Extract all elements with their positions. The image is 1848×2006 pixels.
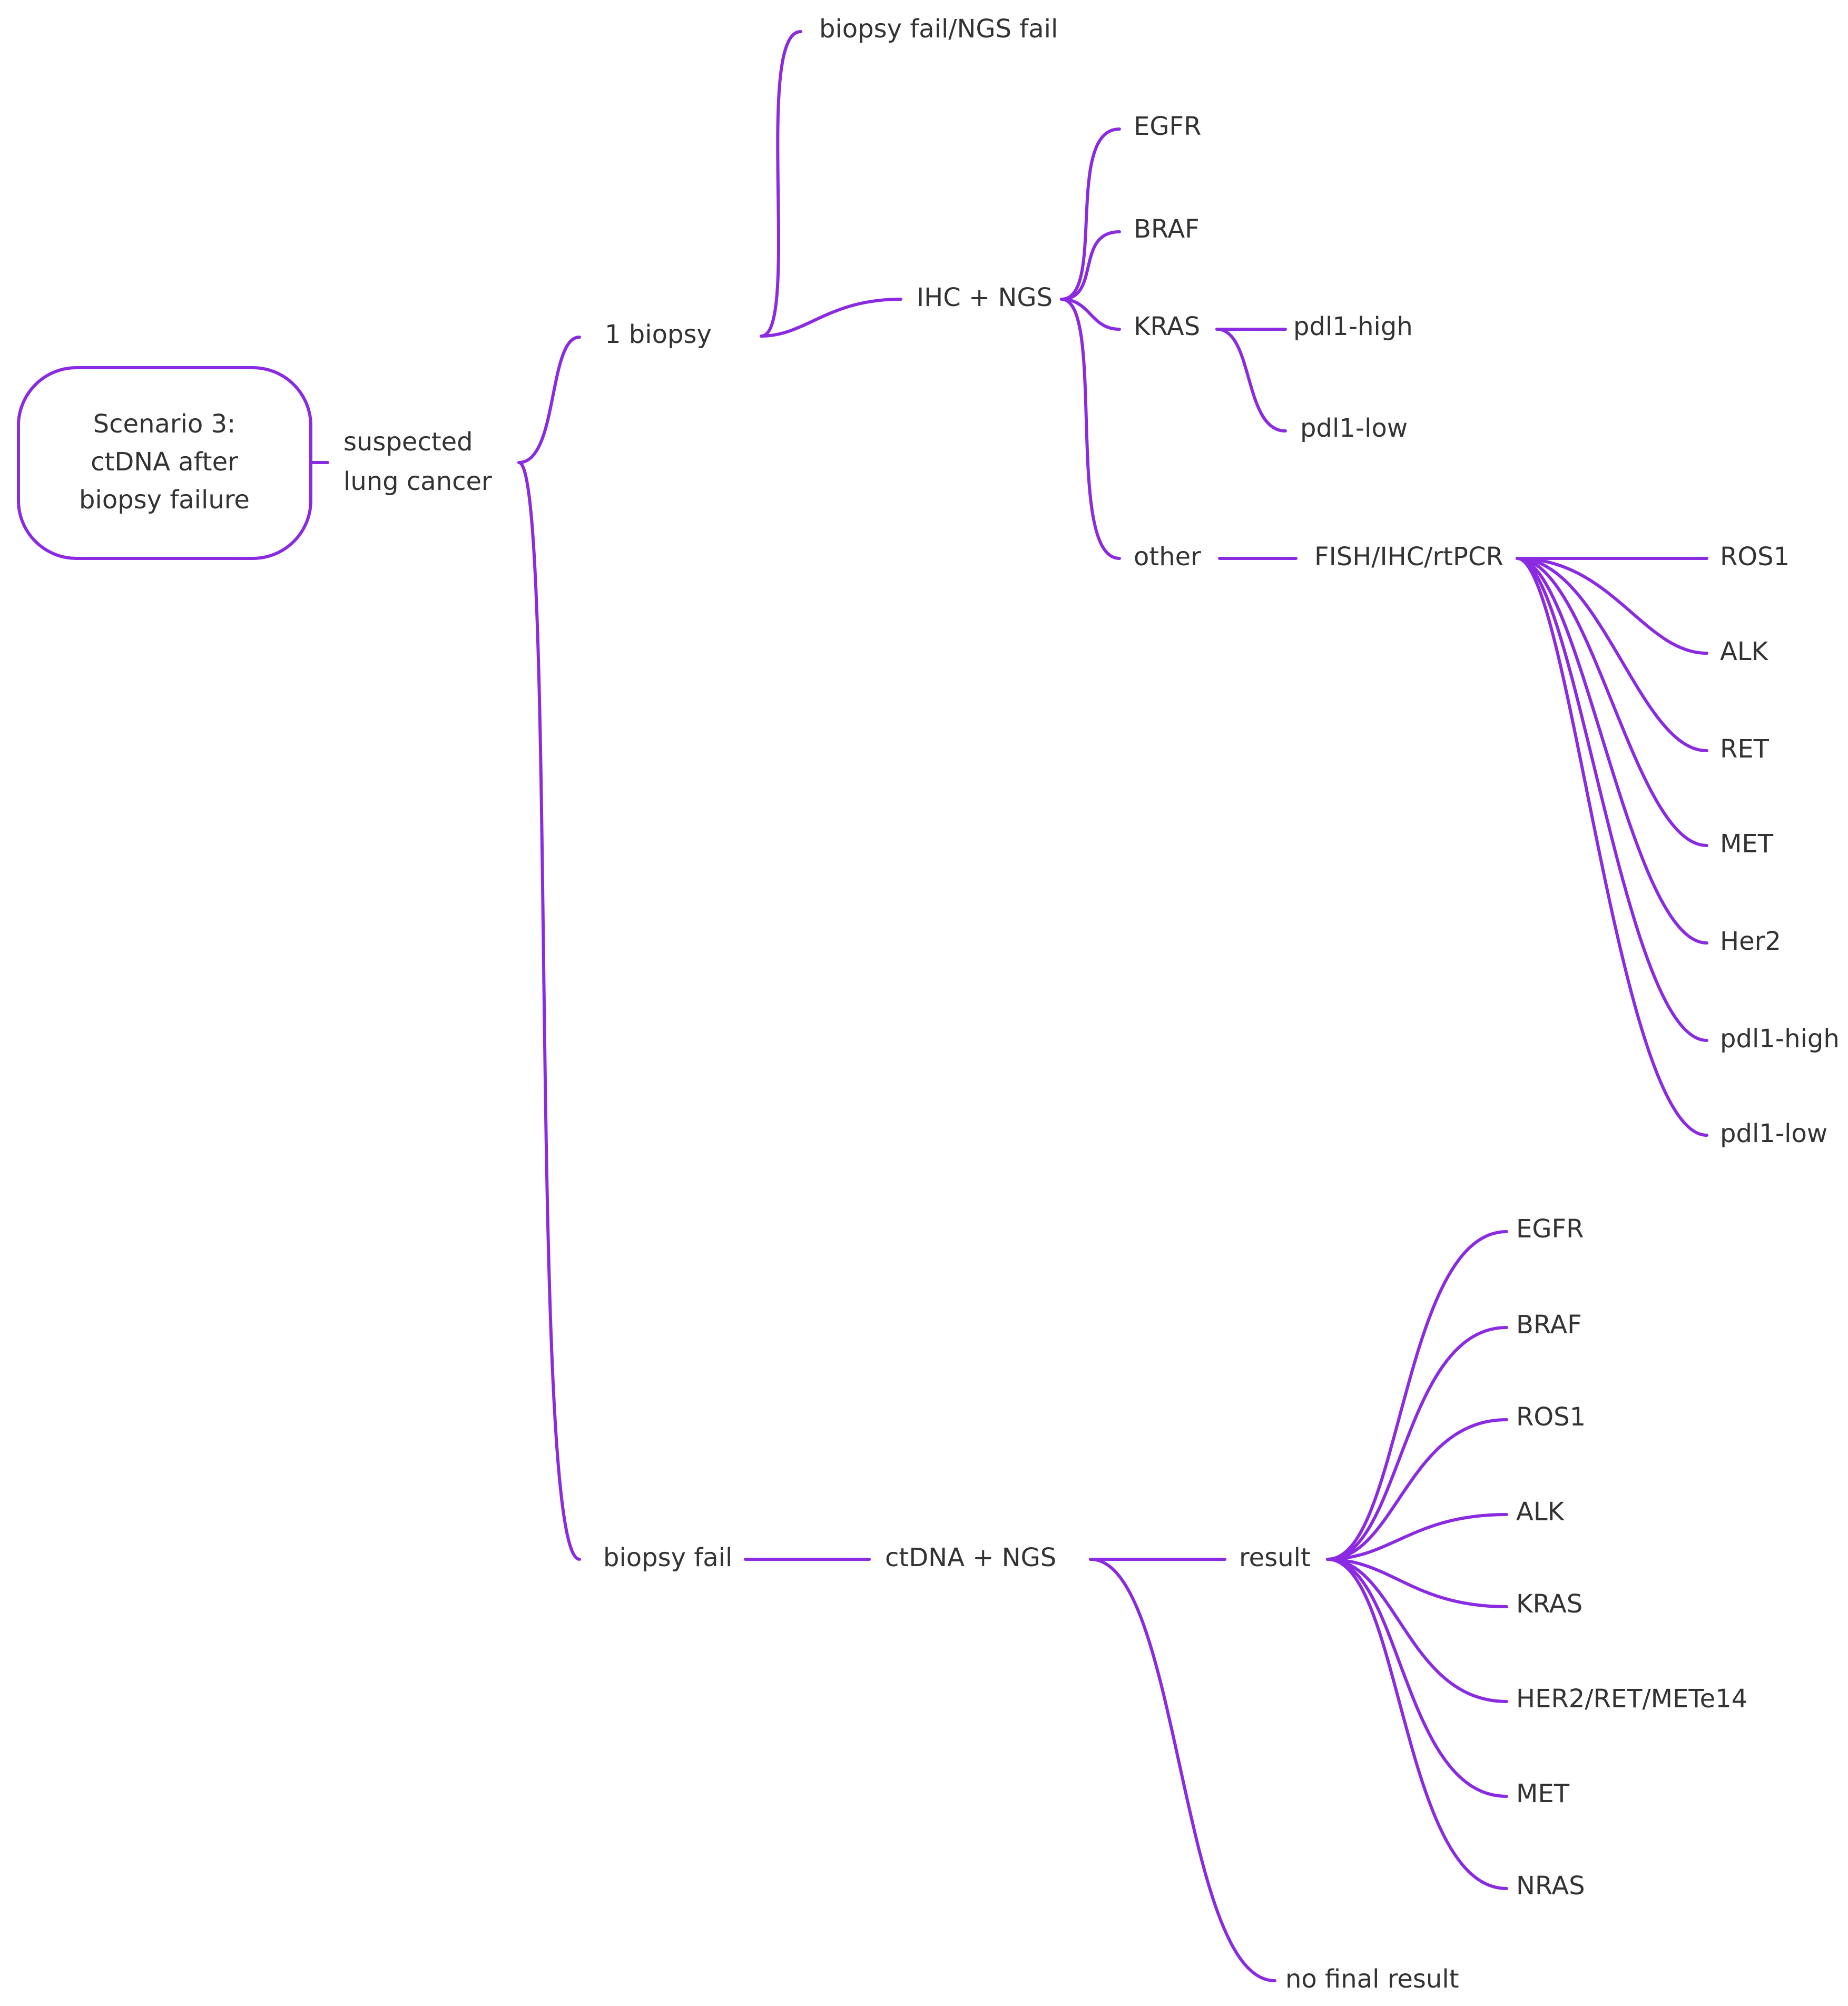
node-pdl1-high-2[interactable]: pdl1-high: [1720, 1024, 1840, 1054]
node-her2-ret-mete14[interactable]: HER2/RET/METe14: [1516, 1684, 1747, 1714]
node-other[interactable]: other: [1134, 542, 1201, 572]
edge-result-to-nras: [1326, 1558, 1508, 1890]
node-braf[interactable]: BRAF: [1134, 214, 1200, 244]
node-result[interactable]: result: [1239, 1543, 1311, 1572]
node-fish-ihc-rtpcr[interactable]: FISH/IHC/rtPCR: [1314, 542, 1503, 572]
edge-1-biopsy-to-biopsy-fail-ngs-fail: [760, 30, 802, 338]
edge-fish-to-ret: [1516, 557, 1708, 752]
node-1-biopsy[interactable]: 1 biopsy: [605, 320, 712, 349]
edge-1-biopsy-to-ihc-ngs: [760, 298, 902, 338]
node-suspected-line-1[interactable]: suspected: [343, 427, 473, 457]
edge-fish-to-pdl1-low: [1516, 557, 1708, 1137]
edge-ihc-ngs-to-kras: [1060, 298, 1121, 331]
node-pdl1-low-2[interactable]: pdl1-low: [1720, 1119, 1827, 1148]
node-no-final-result[interactable]: no final result: [1285, 1964, 1459, 1994]
node-egfr[interactable]: EGFR: [1134, 112, 1201, 141]
edge-ihc-ngs-to-braf: [1060, 230, 1121, 301]
edge-result-to-her2-ret-mete14: [1326, 1558, 1508, 1703]
edge-ihc-ngs-to-other: [1060, 298, 1121, 560]
node-suspected-line-2[interactable]: lung cancer: [343, 467, 492, 496]
root-node[interactable]: Scenario 3: ctDNA after biopsy failure: [17, 366, 312, 560]
edge-kras-to-pdl1-low: [1215, 328, 1287, 432]
node-kras[interactable]: KRAS: [1134, 312, 1200, 341]
root-label-line-1: Scenario 3:: [93, 409, 236, 439]
node-biopsy-fail-ngs-fail[interactable]: biopsy fail/NGS fail: [819, 14, 1058, 44]
edge-result-to-egfr: [1326, 1230, 1508, 1561]
node-met-2[interactable]: MET: [1516, 1779, 1570, 1808]
node-alk[interactable]: ALK: [1720, 637, 1769, 666]
node-ros1[interactable]: ROS1: [1720, 542, 1790, 572]
edge-suspected-to-biopsy-fail: [517, 461, 581, 1561]
edge-result-to-ros1: [1326, 1418, 1508, 1561]
edge-suspected-to-1-biopsy: [517, 336, 581, 464]
edge-ctdna-ngs-to-no-final-result: [1089, 1558, 1276, 1982]
root-label-line-2: ctDNA after: [91, 447, 238, 477]
edge-result-to-alk: [1326, 1513, 1508, 1561]
edge-fish-to-her2: [1516, 557, 1708, 945]
edge-result-to-met: [1326, 1558, 1508, 1798]
node-ihc-ngs[interactable]: IHC + NGS: [917, 283, 1053, 312]
root-node-box: [17, 366, 312, 560]
edge-result-to-braf: [1326, 1326, 1508, 1561]
root-label-line-3: biopsy failure: [79, 485, 250, 515]
node-ret[interactable]: RET: [1720, 734, 1770, 764]
node-ctdna-ngs[interactable]: ctDNA + NGS: [885, 1543, 1056, 1572]
node-braf-2[interactable]: BRAF: [1516, 1310, 1582, 1340]
edge-fish-to-alk: [1516, 557, 1708, 655]
node-pdl1-low[interactable]: pdl1-low: [1300, 414, 1408, 443]
edge-fish-to-pdl1-high: [1516, 557, 1708, 1042]
node-nras[interactable]: NRAS: [1516, 1871, 1585, 1901]
edges: [309, 30, 1708, 1982]
node-her2[interactable]: Her2: [1720, 927, 1781, 956]
node-egfr-2[interactable]: EGFR: [1516, 1214, 1584, 1244]
node-alk-2[interactable]: ALK: [1516, 1497, 1565, 1527]
node-labels: suspected lung cancer 1 biopsy biopsy fa…: [343, 14, 1840, 1994]
edge-ihc-ngs-to-egfr: [1060, 127, 1121, 301]
edge-fish-to-met: [1516, 557, 1708, 847]
edge-result-to-kras: [1326, 1558, 1508, 1608]
node-met[interactable]: MET: [1720, 829, 1774, 859]
node-biopsy-fail[interactable]: biopsy fail: [603, 1543, 732, 1572]
node-kras-2[interactable]: KRAS: [1516, 1589, 1582, 1619]
node-pdl1-high[interactable]: pdl1-high: [1293, 312, 1413, 341]
node-ros1-2[interactable]: ROS1: [1516, 1402, 1586, 1432]
